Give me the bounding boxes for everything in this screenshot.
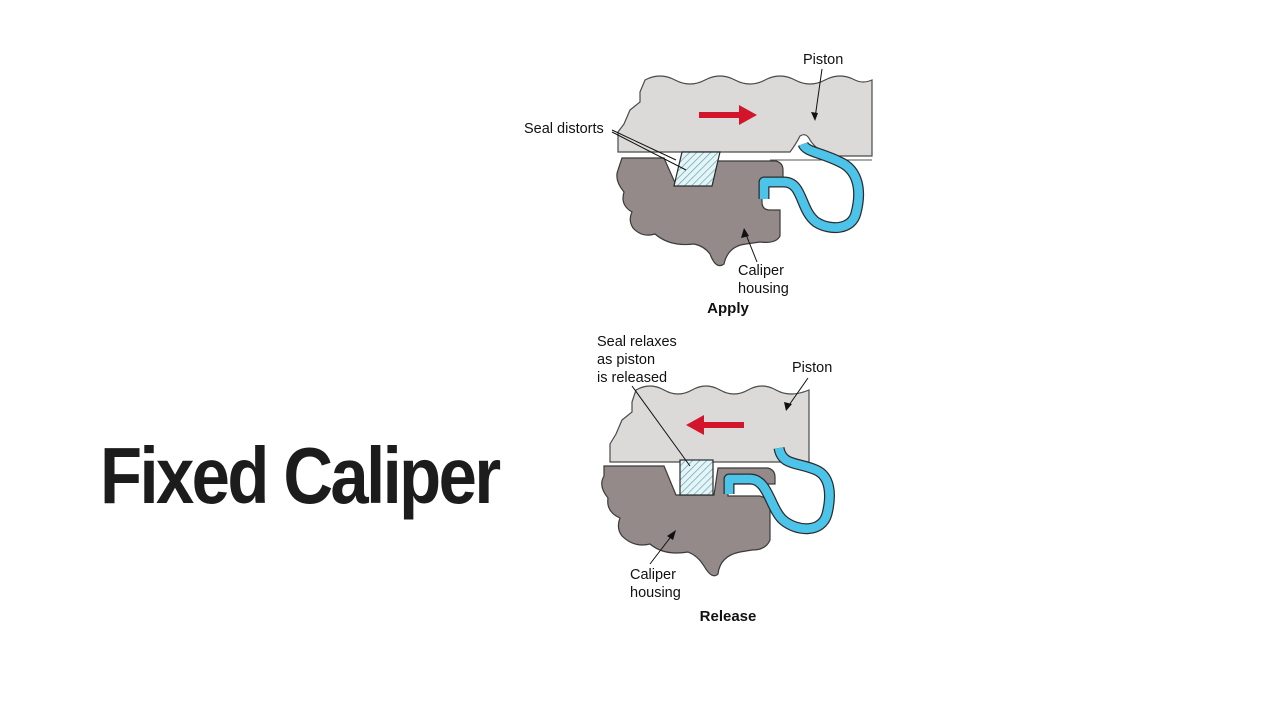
- release-piston-leader: [786, 377, 809, 409]
- release-dust-boot: [724, 446, 834, 533]
- release-diagram: Piston Seal relaxes as piston is release…: [597, 334, 835, 625]
- release-seal-label-line3: is released: [597, 370, 667, 386]
- apply-arrow-right-icon: [699, 105, 757, 125]
- apply-seal-leader-1: [611, 129, 677, 161]
- apply-housing-label-line2: housing: [738, 281, 789, 297]
- apply-caption: Apply: [707, 300, 749, 317]
- release-housing-leader: [649, 533, 674, 565]
- release-piston-label: Piston: [792, 360, 832, 376]
- apply-piston-label: Piston: [803, 52, 843, 68]
- apply-dust-boot: [759, 141, 863, 232]
- release-seal-label-line2: as piston: [597, 352, 655, 368]
- apply-seal: [673, 151, 721, 187]
- slide-title: Fixed Caliper: [100, 431, 501, 520]
- release-piston-leader-arrowhead: [784, 402, 792, 411]
- apply-diagram: Piston Seal distorts Caliper housing App…: [524, 52, 873, 317]
- apply-seal-label: Seal distorts: [524, 121, 604, 137]
- release-housing-label-line1: Caliper: [630, 567, 676, 583]
- release-seal-label-line1: Seal relaxes: [597, 334, 677, 350]
- apply-piston-leader: [814, 68, 823, 119]
- release-caption: Release: [700, 608, 757, 625]
- release-housing-leader-arrowhead: [667, 530, 676, 540]
- release-housing-label-line2: housing: [630, 585, 681, 601]
- apply-seal-leader-2: [611, 131, 687, 171]
- release-seal: [679, 459, 714, 496]
- release-arrow-left-icon: [686, 415, 744, 435]
- apply-housing-leader: [744, 231, 758, 263]
- apply-housing-leader-arrowhead: [741, 228, 749, 238]
- apply-housing-label-line1: Caliper: [738, 263, 784, 279]
- apply-piston-leader-arrowhead: [811, 112, 818, 121]
- release-seal-leader: [631, 385, 691, 467]
